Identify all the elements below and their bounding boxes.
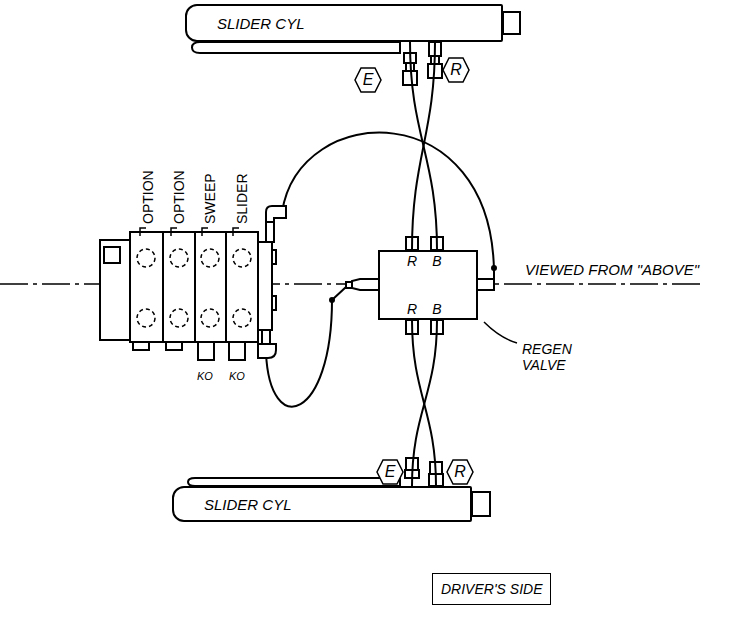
callout-letter: R <box>450 62 462 78</box>
cylinder-body: SLIDER CYL <box>185 4 503 42</box>
port-label: KO <box>197 371 213 382</box>
port-letter: B <box>432 302 441 316</box>
section-label: SWEEP <box>203 173 217 224</box>
callout-letter: E <box>385 464 396 480</box>
note-box: DRIVER'S SIDE <box>432 573 551 605</box>
hydraulic-hose <box>410 42 437 250</box>
elbow-fitting <box>258 206 286 358</box>
cylinder-body: SLIDER CYL <box>172 486 472 522</box>
cylinder-tube <box>188 478 400 486</box>
hex-tag: E <box>376 459 404 485</box>
section-label: OPTION <box>172 170 186 224</box>
part-name: SLIDER CYL <box>204 497 292 512</box>
rod-end <box>472 492 490 516</box>
valve-stack <box>100 232 276 360</box>
port-letter: R <box>407 302 417 316</box>
leader-line <box>484 322 517 343</box>
hydraulic-hose <box>412 320 436 486</box>
callout-label: REGEN VALVE <box>522 341 572 373</box>
regen-valve-body: R B R B <box>378 250 478 320</box>
port-letter: R <box>407 254 417 268</box>
rod-end <box>503 12 520 34</box>
hexagon-shape <box>377 460 403 484</box>
port-label: KO <box>229 371 245 382</box>
hexagon-shape <box>443 58 469 82</box>
callout-letter: R <box>454 464 466 480</box>
note-text: DRIVER'S SIDE <box>441 582 542 596</box>
hex-tag: R <box>446 459 474 485</box>
part-name: SLIDER CYL <box>217 16 305 31</box>
handle-marks <box>140 228 239 236</box>
cylinder-fittings <box>405 458 443 486</box>
cylinder-fittings <box>403 42 442 85</box>
hydraulic-hose <box>412 320 437 486</box>
cylinder-tube <box>192 42 400 53</box>
callout-letter: E <box>363 72 374 88</box>
hex-tag: E <box>354 67 382 93</box>
port-letter: B <box>432 254 441 268</box>
hose-clamp <box>492 266 496 270</box>
valve-fittings <box>346 237 494 334</box>
section-label: SLIDER <box>235 173 249 224</box>
hex-tag: R <box>442 57 470 83</box>
hexagon-shape <box>355 68 381 92</box>
hose-clamp <box>330 298 334 302</box>
hexagon-shape <box>447 460 473 484</box>
valve-spools <box>137 249 251 327</box>
section-label: OPTION <box>141 170 155 224</box>
view-note: VIEWED FROM "ABOVE" <box>525 262 699 277</box>
illustration-lines <box>0 12 700 516</box>
hose <box>266 287 346 407</box>
